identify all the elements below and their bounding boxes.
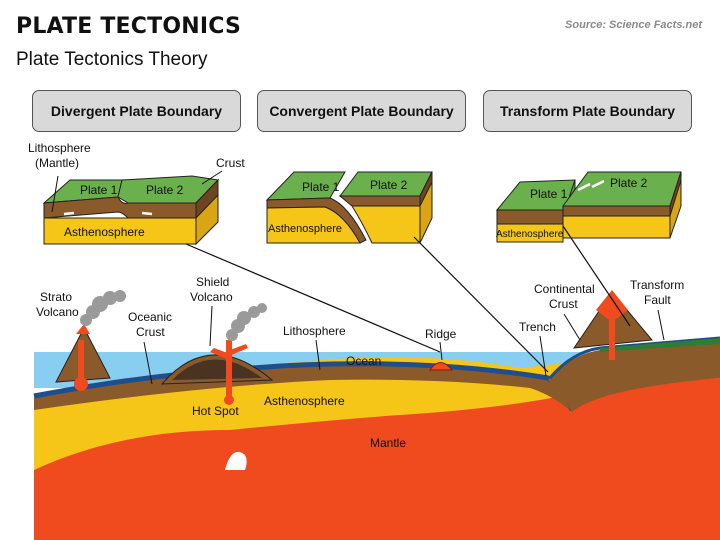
convergent-plate1-label: Plate 1 bbox=[302, 180, 340, 194]
strato-label-1: Strato bbox=[40, 290, 72, 304]
mantle-label: (Mantle) bbox=[35, 156, 79, 170]
transform-plate1-label: Plate 1 bbox=[530, 187, 568, 201]
oceanic-label-1: Oceanic bbox=[128, 310, 172, 324]
mantle-cross-label: Mantle bbox=[370, 436, 406, 450]
asthenosphere-cross-label: Asthenosphere bbox=[264, 394, 345, 408]
ocean-label: Ocean bbox=[346, 354, 381, 368]
transform-fault-label-2: Fault bbox=[644, 293, 671, 307]
lithosphere-cross-label: Lithosphere bbox=[283, 324, 346, 338]
source-credit: Source: Science Facts.net bbox=[565, 19, 702, 31]
trench-label: Trench bbox=[519, 320, 556, 334]
convergent-asthenosphere-label: Asthenosphere bbox=[268, 223, 342, 235]
transform-plate2-label: Plate 2 bbox=[610, 176, 648, 190]
divergent-asthenosphere-label: Asthenosphere bbox=[64, 225, 145, 239]
divergent-plate1-label: Plate 1 bbox=[80, 183, 118, 197]
transform-block bbox=[495, 171, 682, 243]
page-subtitle: Plate Tectonics Theory bbox=[16, 49, 208, 70]
continental-label-2: Crust bbox=[549, 297, 578, 311]
divergent-plate2-label: Plate 2 bbox=[146, 183, 184, 197]
shield-label-1: Shield bbox=[196, 275, 229, 289]
transform-fault-label-1: Transform bbox=[630, 278, 684, 292]
transform-boundary-label: Transform Plate Boundary bbox=[483, 90, 692, 132]
shield-label-2: Volcano bbox=[190, 290, 233, 304]
continental-label-1: Continental bbox=[534, 282, 595, 296]
ridge-label: Ridge bbox=[425, 327, 457, 341]
divergent-block bbox=[42, 170, 223, 246]
crust-label: Crust bbox=[216, 156, 245, 170]
oceanic-label-2: Crust bbox=[136, 325, 165, 339]
convergent-block bbox=[265, 171, 433, 244]
hot-spot-label: Hot Spot bbox=[192, 404, 239, 418]
page-title: PLATE TECTONICS bbox=[16, 14, 242, 39]
convergent-boundary-label: Convergent Plate Boundary bbox=[257, 90, 466, 132]
divergent-boundary-label: Divergent Plate Boundary bbox=[32, 90, 241, 132]
strato-label-2: Volcano bbox=[36, 305, 79, 319]
convergent-plate2-label: Plate 2 bbox=[370, 178, 408, 192]
lithosphere-label: Lithosphere bbox=[28, 141, 91, 155]
cross-section bbox=[33, 225, 720, 540]
transform-asthenosphere-label: Asthenosphere bbox=[496, 229, 564, 240]
